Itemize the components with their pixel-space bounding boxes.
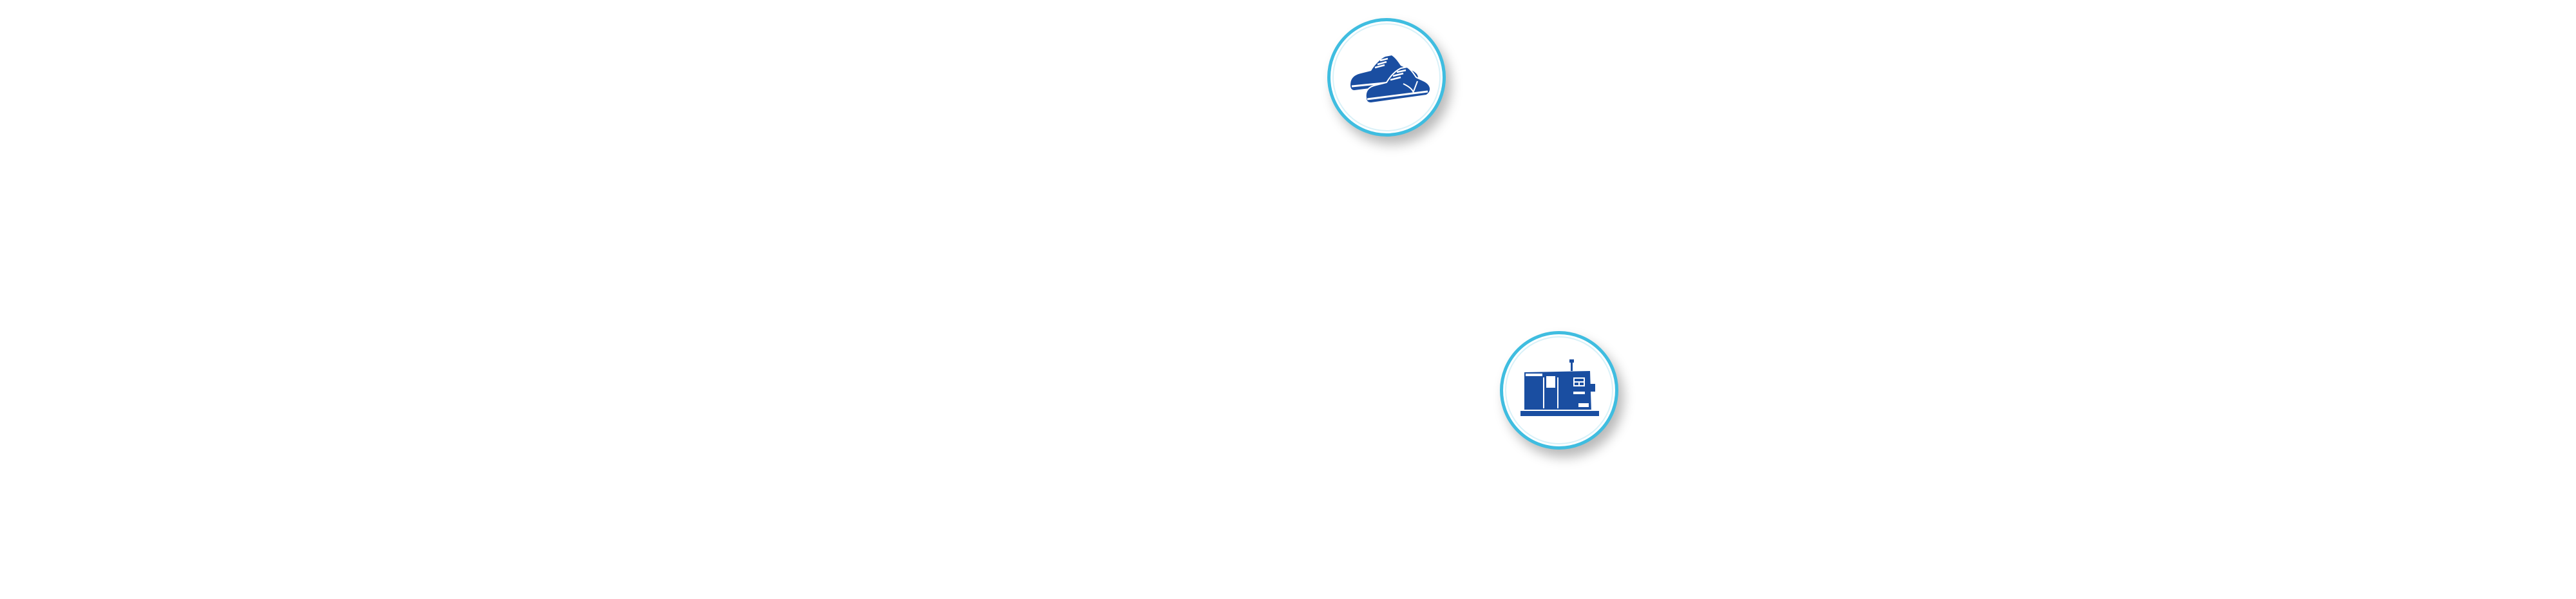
machine-icon-badge — [1500, 331, 1618, 450]
cnc-lathe-machine-icon — [1520, 359, 1599, 416]
sneakers-icon — [1350, 55, 1432, 104]
shoes-icon-badge — [1327, 18, 1446, 137]
